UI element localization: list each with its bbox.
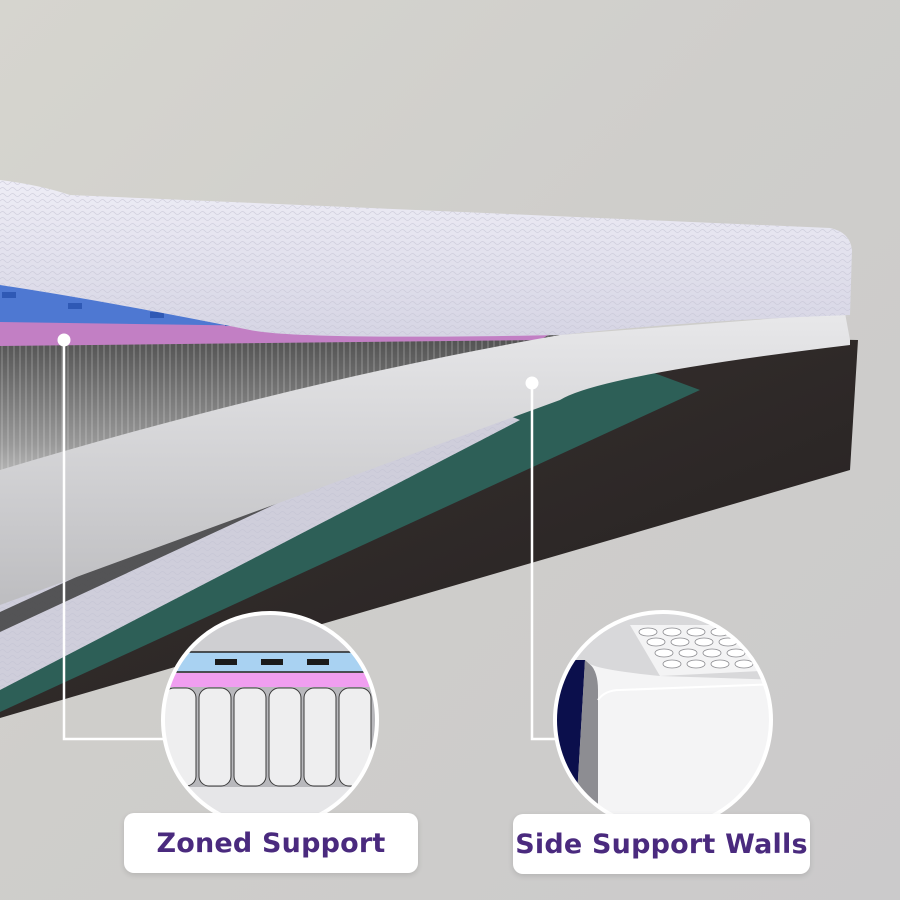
- zoned-support-label: Zoned Support: [124, 813, 418, 873]
- zoned-support-label-text: Zoned Support: [156, 827, 386, 859]
- mattress-base-layer: [0, 335, 858, 718]
- callout-zoned-connector: [62, 340, 163, 741]
- side-support-walls-inset: [555, 612, 771, 828]
- callout-side-marker: [525, 376, 539, 390]
- zoned-support-inset: [163, 613, 377, 827]
- callout-zoned-marker: [57, 333, 71, 347]
- edge-support-wall: [0, 313, 850, 605]
- callout-side-connector: [530, 383, 556, 741]
- blue-foam-layer: [0, 282, 540, 330]
- mattress-teal-layer: [0, 338, 700, 712]
- side-support-walls-label-text: Side Support Walls: [515, 828, 808, 860]
- side-support-walls-label: Side Support Walls: [513, 814, 810, 874]
